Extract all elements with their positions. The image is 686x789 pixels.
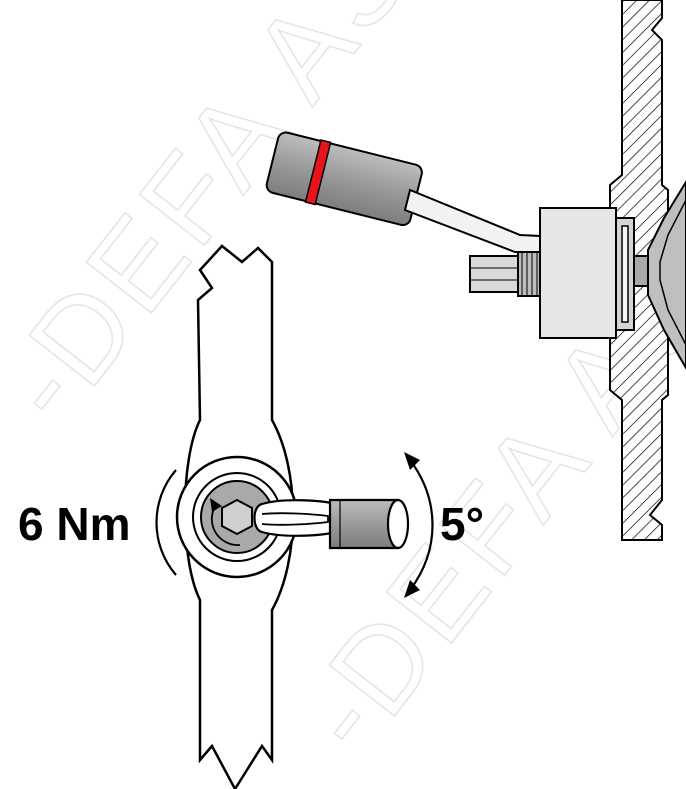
side-section-view [265,0,686,541]
torque-cylinder [265,131,423,227]
tool-rod [403,188,541,253]
angle-arc-arrow [409,459,434,591]
wing-clamp [647,180,686,370]
red-marker-band [304,139,332,206]
housing-block [539,207,617,339]
hex-socket [221,498,253,536]
angle-label: 5° [440,498,484,550]
front-view [155,244,434,789]
torque-bracket-arc [155,469,177,576]
tool-handle [328,498,410,550]
bolt [469,251,541,297]
fork-tool [253,499,338,537]
torque-label: 6 Nm [18,498,130,550]
